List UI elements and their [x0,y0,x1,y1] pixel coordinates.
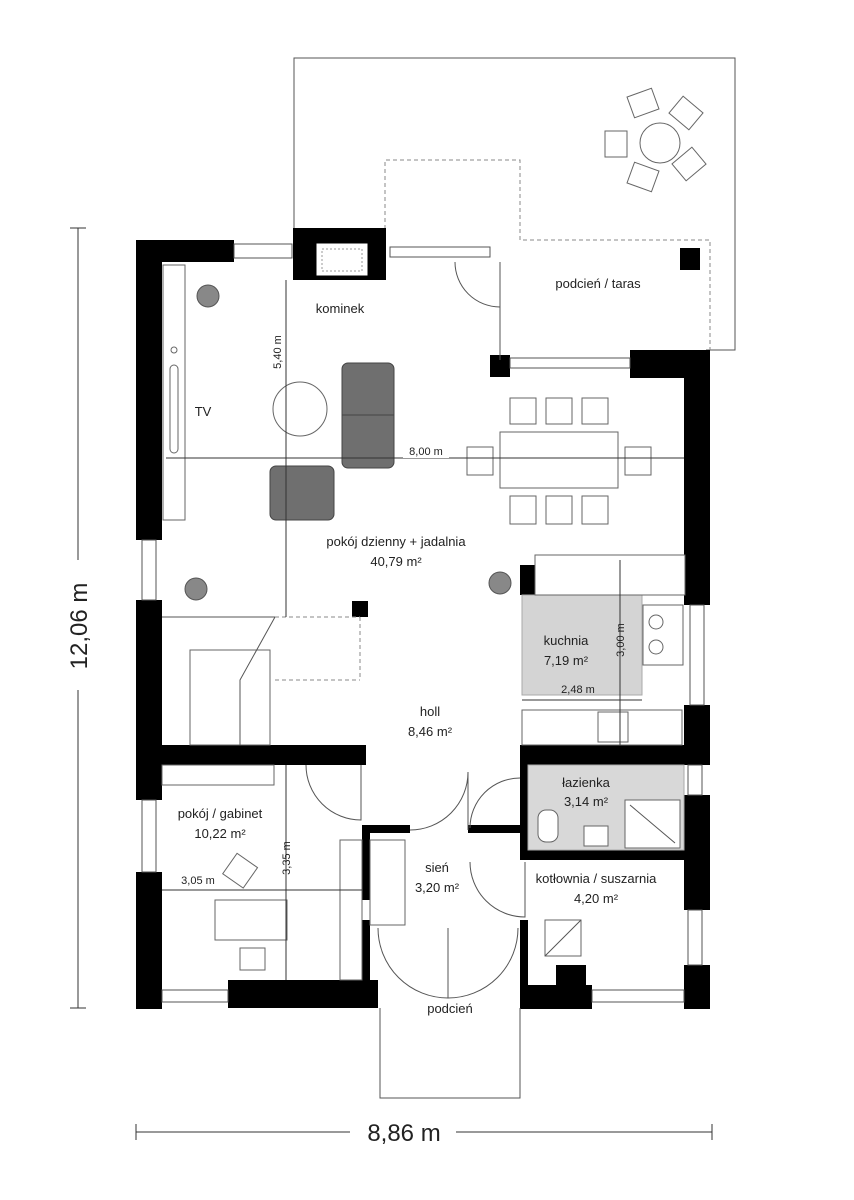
living-room-area: 40,79 m² [370,554,422,569]
vestibule-area: 3,20 m² [415,880,460,895]
study-area: 10,22 m² [194,826,246,841]
hall-area: 8,46 m² [408,724,453,739]
living-room-name: pokój dzienny + jadalnia [326,534,466,549]
living-width-dim: 8,00 m [409,446,443,458]
boiler-unit [544,919,582,957]
porch-area [379,1008,521,1099]
staircase [162,616,361,746]
porch-label: podcień [427,1001,473,1016]
terrace-label: podcień / taras [555,276,641,291]
dim-label-bg [403,444,449,458]
kitchen-depth-dim: 3,00 m [615,623,627,657]
study-depth-dim: 3,35 m [281,841,293,875]
patio-table-set [604,87,707,193]
tv-cabinet [162,264,186,521]
total-height-dim: 12,06 m [66,583,93,670]
column [352,601,368,617]
dim-label-bg [350,1118,456,1148]
total-width-dim: 8,86 m [367,1120,440,1147]
study-width-dim: 3,05 m [181,875,215,887]
doors [305,261,526,999]
terrace-area [293,57,736,351]
wardrobe [369,839,406,926]
kitchen-name: kuchnia [544,633,590,648]
plant-icon [184,284,512,601]
study-name: pokój / gabinet [178,806,263,821]
vestibule-name: sień [425,860,449,875]
living-depth-dim: 5,40 m [272,335,284,369]
dining-set [466,397,652,525]
dim-label-bg [55,560,101,690]
study-furniture [161,764,363,981]
hall-name: holl [420,704,440,719]
windows [141,243,705,1003]
boiler-room-area: 4,20 m² [574,891,619,906]
bathroom-name: łazienka [562,775,610,790]
boiler-room-name: kotłownia / suszarnia [536,871,657,886]
tv-label: TV [195,404,212,419]
kitchen-width-dim: 2,48 m [561,684,595,696]
walls [136,228,710,1009]
kitchen-area-value: 7,19 m² [544,653,589,668]
fireplace [315,242,369,277]
terrace-column [680,248,700,270]
living-furniture [269,362,395,521]
fireplace-label: kominek [316,301,365,316]
kitchen-area [521,554,686,746]
bathroom-area-value: 3,14 m² [564,794,609,809]
bathroom-area [527,764,685,851]
